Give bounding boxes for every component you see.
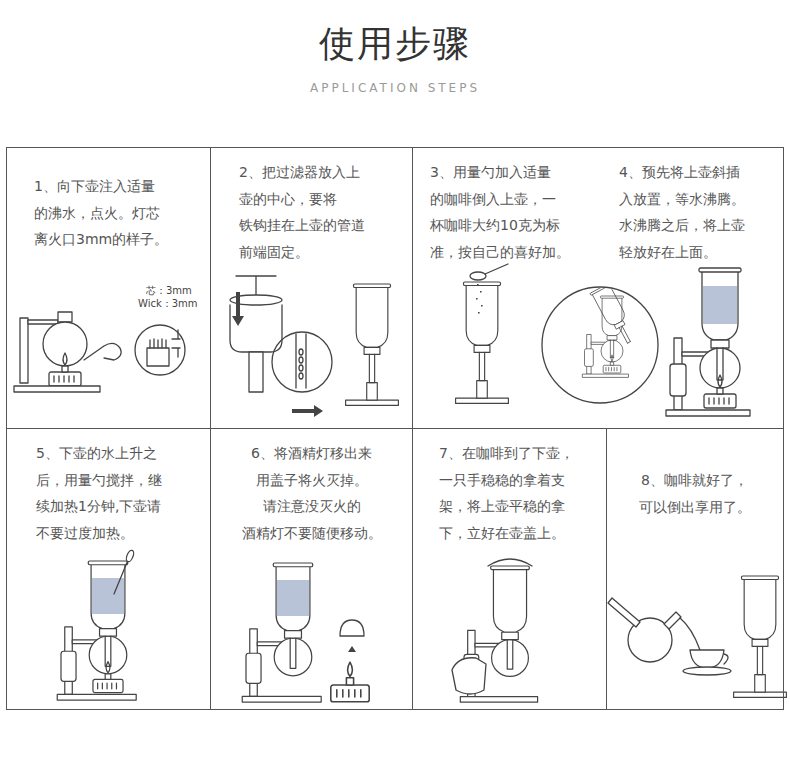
cap-arrow [348, 646, 356, 652]
panel1-art [14, 312, 185, 392]
hook-chain [299, 349, 303, 379]
wick-holder [147, 348, 169, 366]
coffee-liquid [703, 286, 737, 324]
siphon-full-use [57, 561, 136, 700]
upper-on-stand-use [346, 284, 399, 405]
magnified-view [582, 283, 639, 378]
panel3-art [456, 264, 509, 403]
step-panel: 6、将酒精灯移出来 用盖子将火灭掉。 请注意没灭火的 酒精灯不要随便移动。 [210, 428, 413, 710]
filter-tube [249, 352, 263, 392]
panel6-art [242, 563, 369, 702]
globe-neck [58, 312, 72, 322]
siphon-body-use [242, 563, 321, 702]
globe-spout [664, 612, 681, 629]
detail-callout [135, 325, 185, 375]
filter-handle [236, 276, 276, 296]
lower-globe [43, 322, 87, 366]
coffee-cup [690, 650, 724, 668]
dimension-label: 芯：3mm [146, 285, 192, 297]
subtitle: APPLICATION STEPS [310, 81, 480, 95]
panel5-art [57, 549, 136, 700]
upper-on-stand-use [456, 282, 509, 403]
step-panel: 1、向下壶注入适量 的沸水，点火。灯芯 离火口3mm的样子。 [6, 147, 211, 429]
panel7-art [452, 559, 538, 702]
step-text: 7、在咖啡到了下壶， 一只手稳稳的拿着支 架，将上壶平稳的拿 下，立好在壶盖上。 [439, 440, 577, 546]
step-text: 2、把过滤器放入上 壶的中心，要将 铁钩挂在上壶的管道 前端固定。 [239, 159, 368, 265]
step-text: 3、用量勺加入适量 的咖啡倒入上壶，一 杯咖啡大约10克为标 准，按自己的喜好加… [430, 159, 573, 265]
burner-use [49, 353, 81, 386]
stir-spoon [114, 560, 128, 594]
down-arrow [232, 292, 244, 326]
tube-detail [296, 334, 306, 388]
detail-magnifier [542, 287, 658, 403]
panel8-art [608, 576, 786, 697]
stand-arm [28, 320, 58, 324]
globe-handle [608, 598, 640, 627]
cup-handle [724, 654, 728, 664]
coffee-liquid [277, 580, 309, 616]
stand-pole [20, 318, 28, 383]
measuring-spoon [470, 272, 486, 280]
lift-motion [488, 559, 532, 566]
detail-magnifier [272, 332, 332, 392]
dimension-mark [172, 330, 180, 357]
pouring-stream [680, 618, 700, 650]
step-text: 1、向下壶注入适量 的沸水，点火。灯芯 离火口3mm的样子。 [34, 173, 172, 253]
step-panel: 5、下壶的水上升之 后，用量勺搅拌，继 续加热1分钟,下壶请 不要过度加热。 [6, 428, 211, 710]
coffee-grounds [476, 284, 483, 314]
step-text: 4、预先将上壶斜插 入放置，等水沸腾。 水沸腾之后，将上壶 轻放好在上面。 [619, 159, 748, 265]
page-title: 使用步骤 [0, 22, 790, 66]
stand-base [14, 386, 100, 392]
coffee-liquid [92, 578, 124, 614]
step-text: 6、将酒精灯移出来 用盖子将火灭掉。 请注意没灭火的 酒精灯不要随便移动。 [240, 440, 383, 546]
panel2-art [230, 276, 398, 417]
step-panel: 2、把过滤器放入上 壶的中心，要将 铁钩挂在上壶的管道 前端固定。 [210, 147, 413, 429]
spoon-bowl [125, 549, 135, 562]
upper-on-stand-use [734, 576, 787, 697]
dimension-label: Wick：3mm [138, 298, 198, 310]
saucer [683, 667, 731, 675]
panel4-art [542, 268, 750, 416]
step-panel: 8、咖啡就好了， 可以倒出享用了。 [606, 428, 784, 710]
right-arrow [292, 405, 323, 417]
step-panel: 3、用量勺加入适量 的咖啡倒入上壶，一 杯咖啡大约10克为标 准，按自己的喜好加… [412, 147, 784, 429]
step-panel: 7、在咖啡到了下壶， 一只手稳稳的拿着支 架，将上壶平稳的拿 下，立好在壶盖上。 [412, 428, 607, 710]
wick-fibres [150, 339, 166, 348]
burner-use [331, 662, 369, 702]
spoon-handle [485, 264, 508, 274]
hand-match [84, 343, 121, 360]
siphon-full-use [666, 268, 750, 416]
holding-hand [452, 658, 486, 694]
step-text: 8、咖啡就好了， 可以倒出享用了。 [637, 467, 752, 520]
step-text: 5、下壶的水上升之 后，用量勺搅拌，继 续加热1分钟,下壶请 不要过度加热。 [36, 440, 165, 546]
lamp-cap [340, 620, 364, 636]
tilted-upper-use [590, 283, 639, 348]
